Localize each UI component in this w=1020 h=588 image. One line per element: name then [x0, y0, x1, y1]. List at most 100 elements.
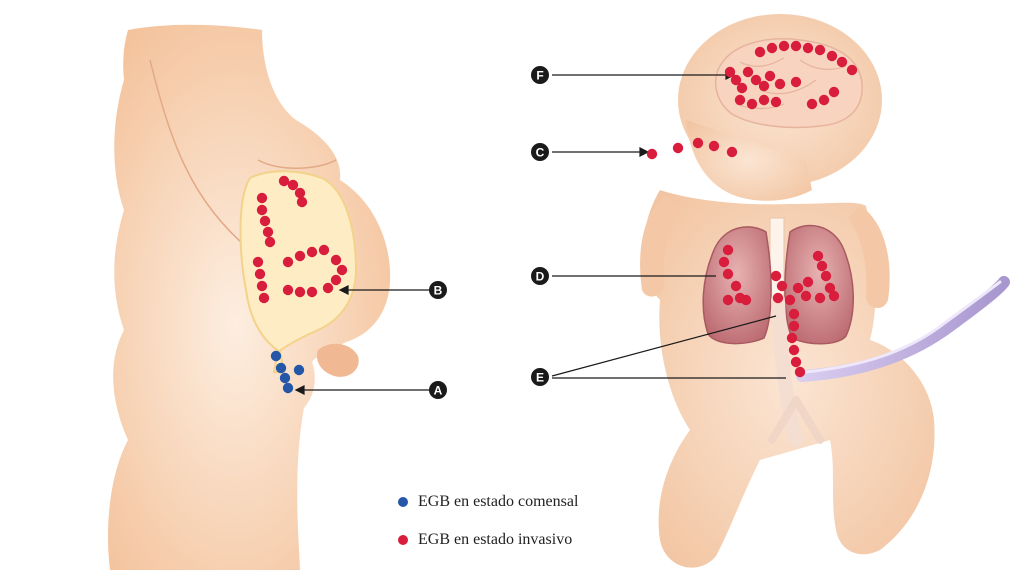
- invasive-gbs-dot: [263, 227, 273, 237]
- invasive-gbs-dot: [773, 293, 783, 303]
- invasive-gbs-dot: [723, 269, 733, 279]
- invasive-gbs-dot: [331, 255, 341, 265]
- invasive-gbs-dot: [295, 287, 305, 297]
- commensal-gbs-dot: [276, 363, 286, 373]
- invasive-gbs-dot: [829, 291, 839, 301]
- marker-c: C: [531, 143, 549, 161]
- invasive-gbs-dot: [815, 45, 825, 55]
- invasive-gbs-dot: [777, 281, 787, 291]
- invasive-gbs-dot: [791, 77, 801, 87]
- invasive-gbs-dot: [260, 216, 270, 226]
- invasive-gbs-dot: [817, 261, 827, 271]
- marker-f-label: F: [536, 69, 543, 83]
- invasive-gbs-dot: [767, 43, 777, 53]
- marker-e: E: [531, 368, 549, 386]
- invasive-gbs-dot: [257, 205, 267, 215]
- invasive-gbs-dot: [789, 321, 799, 331]
- invasive-gbs-dot: [795, 367, 805, 377]
- invasive-gbs-dot: [723, 245, 733, 255]
- invasive-gbs-dot: [807, 99, 817, 109]
- invasive-gbs-dot: [259, 293, 269, 303]
- invasive-gbs-dot: [265, 237, 275, 247]
- invasive-gbs-dot: [255, 269, 265, 279]
- invasive-gbs-dot: [331, 275, 341, 285]
- invasive-gbs-dot: [779, 41, 789, 51]
- invasive-gbs-dot: [279, 176, 289, 186]
- invasive-gbs-dot: [647, 149, 657, 159]
- invasive-gbs-dot: [295, 251, 305, 261]
- marker-e-label: E: [536, 371, 544, 385]
- invasive-gbs-dot: [771, 97, 781, 107]
- invasive-gbs-dot: [283, 257, 293, 267]
- marker-a: A: [429, 381, 447, 399]
- invasive-gbs-dot: [307, 247, 317, 257]
- invasive-gbs-dot: [759, 95, 769, 105]
- invasive-gbs-dot: [847, 65, 857, 75]
- marker-b: B: [429, 281, 447, 299]
- invasive-gbs-dot: [837, 57, 847, 67]
- invasive-gbs-dot: [295, 188, 305, 198]
- invasive-gbs-dot: [765, 71, 775, 81]
- invasive-gbs-dot: [731, 281, 741, 291]
- commensal-gbs-dot: [294, 365, 304, 375]
- invasive-gbs-dot: [297, 197, 307, 207]
- invasive-dot-icon: [398, 535, 408, 545]
- invasive-gbs-dot: [257, 193, 267, 203]
- invasive-gbs-dot: [815, 293, 825, 303]
- invasive-gbs-dot: [803, 43, 813, 53]
- commensal-gbs-dot: [283, 383, 293, 393]
- invasive-gbs-dot: [785, 295, 795, 305]
- invasive-gbs-dot: [723, 295, 733, 305]
- invasive-gbs-dot: [819, 95, 829, 105]
- legend-item-invasive: EGB en estado invasivo: [398, 528, 572, 552]
- invasive-gbs-dot: [791, 357, 801, 367]
- invasive-gbs-dot: [693, 138, 703, 148]
- legend-label-commensal: EGB en estado comensal: [418, 493, 578, 511]
- invasive-gbs-dot: [337, 265, 347, 275]
- invasive-gbs-dot: [801, 291, 811, 301]
- legend: EGB en estado comensal EGB en estado inv…: [384, 480, 642, 564]
- invasive-gbs-dot: [253, 257, 263, 267]
- invasive-gbs-dot: [747, 99, 757, 109]
- marker-c-label: C: [536, 146, 545, 160]
- invasive-gbs-dot: [288, 180, 298, 190]
- invasive-gbs-dot: [803, 277, 813, 287]
- invasive-gbs-dot: [787, 333, 797, 343]
- invasive-gbs-dot: [719, 257, 729, 267]
- invasive-gbs-dot: [257, 281, 267, 291]
- commensal-gbs-dot: [271, 351, 281, 361]
- invasive-gbs-dot: [813, 251, 823, 261]
- invasive-gbs-dot: [755, 47, 765, 57]
- invasive-gbs-dot: [307, 287, 317, 297]
- mother-hand: [317, 344, 359, 377]
- marker-d-label: D: [536, 270, 545, 284]
- invasive-gbs-dot: [775, 79, 785, 89]
- invasive-gbs-dot: [737, 83, 747, 93]
- invasive-gbs-dot: [791, 41, 801, 51]
- invasive-gbs-dot: [741, 295, 751, 305]
- invasive-gbs-dot: [793, 283, 803, 293]
- leader-arrow-c: [640, 148, 648, 156]
- invasive-gbs-dot: [771, 271, 781, 281]
- marker-f: F: [531, 66, 549, 84]
- marker-d: D: [531, 267, 549, 285]
- invasive-gbs-dot: [743, 67, 753, 77]
- legend-item-commensal: EGB en estado comensal: [398, 490, 578, 514]
- invasive-gbs-dot: [283, 285, 293, 295]
- commensal-gbs-dot: [280, 373, 290, 383]
- invasive-gbs-dot: [789, 309, 799, 319]
- invasive-gbs-dot: [759, 81, 769, 91]
- invasive-gbs-dot: [727, 147, 737, 157]
- invasive-gbs-dot: [673, 143, 683, 153]
- marker-a-label: A: [434, 384, 443, 398]
- invasive-gbs-dot: [735, 95, 745, 105]
- invasive-gbs-dot: [827, 51, 837, 61]
- invasive-gbs-dot: [829, 87, 839, 97]
- mother-figure: [108, 25, 390, 570]
- commensal-dot-icon: [398, 497, 408, 507]
- legend-label-invasive: EGB en estado invasivo: [418, 531, 572, 549]
- marker-b-label: B: [434, 284, 443, 298]
- invasive-gbs-dot: [323, 283, 333, 293]
- invasive-gbs-dot: [319, 245, 329, 255]
- invasive-gbs-dot: [709, 141, 719, 151]
